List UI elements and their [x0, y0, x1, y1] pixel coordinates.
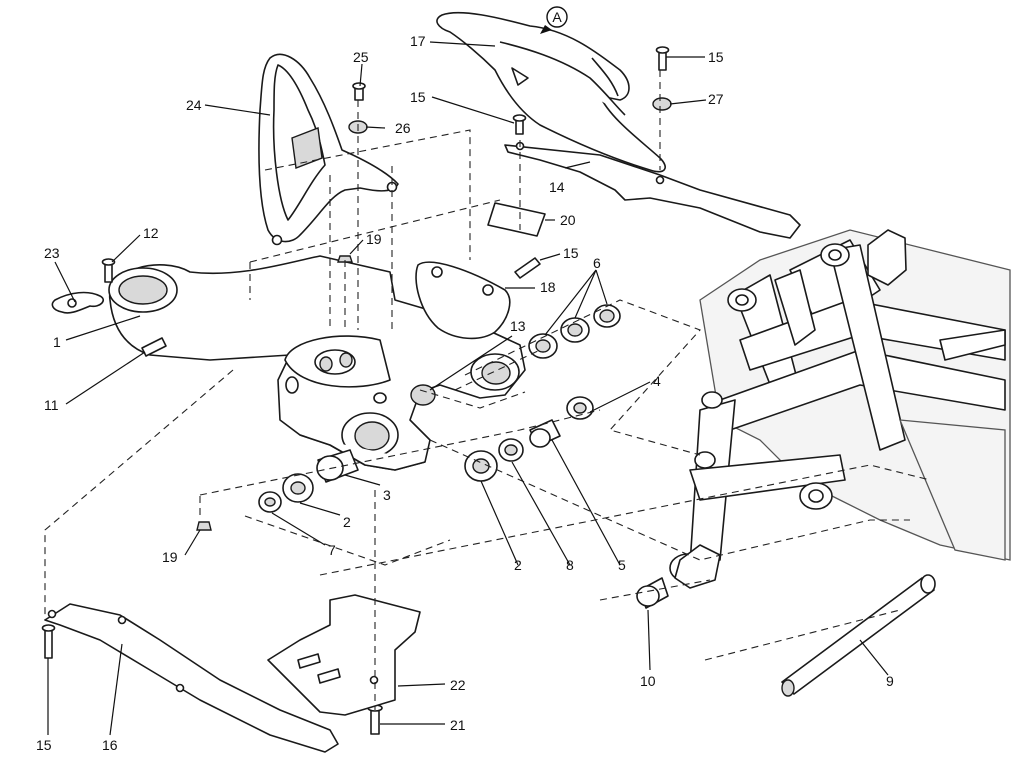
callout-18: 18 — [540, 279, 556, 295]
bearings-and-bushings — [258, 304, 669, 609]
pivot-shaft — [781, 574, 936, 697]
leader-lines — [47, 41, 889, 736]
assembly-lines — [44, 70, 931, 710]
callout-7: 7 — [328, 542, 336, 558]
reference-marker-label: A — [552, 9, 562, 25]
callout-11: 11 — [44, 397, 59, 413]
upper-chain-guard — [436, 11, 666, 173]
callout-16: 16 — [102, 737, 118, 753]
callout-2-right: 2 — [514, 557, 522, 573]
callout-17: 17 — [410, 33, 426, 49]
decal-label — [487, 202, 546, 237]
callout-1: 1 — [53, 334, 61, 350]
chain-guard — [258, 53, 399, 246]
callout-23: 23 — [44, 245, 60, 261]
frame-assembly — [669, 229, 1011, 589]
callout-25: 25 — [353, 49, 369, 65]
callout-26: 26 — [395, 120, 411, 136]
callout-5: 5 — [618, 557, 626, 573]
callout-21: 21 — [450, 717, 466, 733]
callout-27: 27 — [708, 91, 724, 107]
callout-22: 22 — [450, 677, 466, 693]
callout-9: 9 — [886, 673, 894, 689]
callout-19-top: 19 — [366, 231, 382, 247]
callout-2-left: 2 — [343, 514, 351, 530]
lower-mudguard — [44, 603, 339, 753]
callout-15-upper: 15 — [410, 89, 426, 105]
callout-13: 13 — [510, 318, 526, 334]
callout-6: 6 — [593, 255, 601, 271]
callout-14: 14 — [549, 179, 565, 195]
callout-19-left: 19 — [162, 549, 178, 565]
clamp-bracket — [51, 291, 105, 314]
callout-12: 12 — [143, 225, 159, 241]
callout-24: 24 — [186, 97, 202, 113]
callout-15-bottom: 15 — [36, 737, 52, 753]
callout-4: 4 — [653, 373, 661, 389]
callout-15-mid: 15 — [563, 245, 579, 261]
reference-marker-a: A — [540, 6, 568, 34]
callout-10: 10 — [640, 673, 656, 689]
side-cover — [415, 261, 511, 340]
callout-8: 8 — [566, 557, 574, 573]
callouts: 17 24 25 26 15 15 27 14 20 15 6 18 13 4 … — [36, 33, 894, 753]
mounting-bracket — [267, 594, 421, 716]
callout-15-right: 15 — [708, 49, 724, 65]
callout-3: 3 — [383, 487, 391, 503]
swingarm — [108, 255, 526, 471]
callout-20: 20 — [560, 212, 576, 228]
lower-chain-guard — [504, 141, 801, 239]
